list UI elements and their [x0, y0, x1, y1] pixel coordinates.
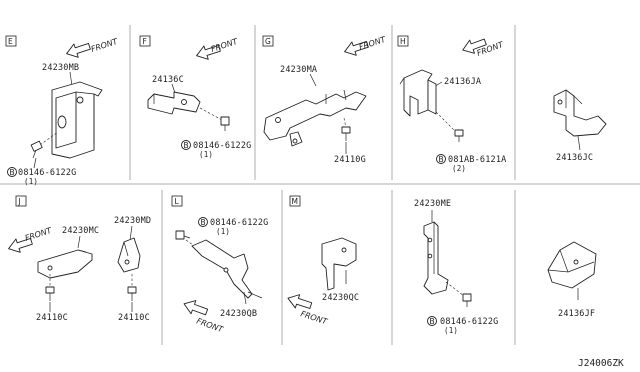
bolt-qty: (1) [199, 150, 213, 159]
part-number: 24230QC [322, 293, 359, 303]
bolt-code: 08146-6122G [210, 218, 269, 228]
part-number: 24136JA [444, 77, 481, 87]
bolt-icon [462, 293, 472, 307]
front-arrow: FRONT [462, 38, 505, 58]
bolt-qty: (2) [452, 164, 466, 173]
front-label: FRONT [90, 37, 120, 54]
bracket-24136jc [553, 89, 607, 137]
bracket-24136jf [547, 241, 597, 289]
front-label: FRONT [210, 37, 240, 54]
part-number: 24110G [334, 155, 366, 165]
front-label: FRONT [299, 309, 329, 326]
section-letter: H [400, 37, 406, 46]
bolt-code: 081AB-6121A [448, 155, 507, 165]
part-number: 24110C [118, 313, 150, 323]
bracket-24136ja [399, 69, 437, 117]
part-number: 24230MA [280, 65, 317, 75]
bolt-icon [220, 116, 230, 131]
bracket-24230mc [37, 249, 93, 279]
part-number: 24110C [36, 313, 68, 323]
bolt-code: 08146-6122G [18, 168, 77, 178]
bolt-symbol-icon [436, 154, 446, 164]
part-number: 24230MB [42, 63, 79, 73]
svg-text:B: B [201, 218, 206, 227]
front-label: FRONT [24, 226, 54, 243]
bolt-symbol-icon [181, 140, 191, 150]
bracket-24230ma [263, 89, 367, 147]
bolt-icon [127, 286, 137, 301]
svg-text:B: B [184, 141, 189, 150]
front-arrow: FRONT [66, 37, 120, 58]
front-label: FRONT [195, 316, 225, 334]
section-letter: J [18, 197, 21, 206]
front-arrow: FRONT [196, 37, 240, 60]
part-number: 24136C [152, 75, 184, 85]
front-label: FRONT [358, 35, 388, 52]
bracket-24230md [117, 237, 141, 273]
section-letter: M [292, 197, 298, 206]
section-grid [0, 25, 640, 345]
section-letter: E [8, 37, 13, 46]
section-letter-box [5, 35, 17, 47]
section-letter: G [265, 37, 271, 46]
bracket-24230mb [51, 81, 103, 159]
bracket-24230qb [191, 239, 263, 299]
bolt-qty: (1) [216, 227, 230, 236]
bolt-code: 08146-6122G [440, 317, 499, 327]
section-f: F FRONT 24136C B 08146-6122G (1) [139, 35, 252, 159]
part-number: 24230ME [414, 199, 451, 209]
section-m: M 24230QC FRONT [287, 195, 359, 327]
bracket-24136c [147, 91, 201, 115]
part-number: 24230MC [62, 226, 99, 236]
section-e: E FRONT 24230MB B 08146-6122G (1) [5, 35, 120, 186]
svg-text:B: B [10, 168, 15, 177]
part-number: 24136JF [558, 309, 595, 319]
section-24136jf: 24136JF [547, 241, 597, 319]
section-letter: F [143, 37, 147, 46]
section-24136jc: 24136JC [553, 89, 607, 163]
section-24230me: 24230ME B 08146-6122G (1) [414, 199, 499, 335]
bolt-icon [341, 126, 351, 141]
diagram-code: J24006ZK [578, 358, 624, 369]
front-arrow: FRONT [344, 35, 388, 56]
bracket-24230qc [321, 237, 357, 291]
section-l: L B 08146-6122G (1) 24230QB FRONT [171, 195, 269, 335]
front-arrow: FRONT [183, 300, 225, 335]
bolt-code: 08146-6122G [193, 141, 252, 151]
section-g: G FRONT 24230MA 24110G [262, 35, 388, 165]
part-number: 24136JC [556, 153, 593, 163]
bolt-icon [454, 129, 464, 142]
part-number: 24230QB [220, 309, 257, 319]
bolt-icon [30, 140, 43, 159]
section-letter: L [175, 197, 180, 206]
front-arrow: FRONT [8, 226, 54, 253]
part-number: 24230MD [114, 216, 151, 226]
bolt-symbol-icon [7, 167, 17, 177]
bracket-24230me [423, 221, 449, 295]
section-h: H FRONT 24136JA B 081AB-6121A (2) [397, 35, 507, 173]
bolt-qty: (1) [24, 177, 38, 186]
svg-text:B: B [430, 317, 435, 326]
bolt-symbol-icon [427, 316, 437, 326]
bolt-symbol-icon [198, 217, 208, 227]
svg-text:B: B [439, 155, 444, 164]
bolt-qty: (1) [444, 326, 458, 335]
section-j: J FRONT 24230MC 24110C 24230MD [8, 195, 151, 323]
bolt-icon [175, 230, 191, 240]
bolt-icon [45, 286, 55, 301]
